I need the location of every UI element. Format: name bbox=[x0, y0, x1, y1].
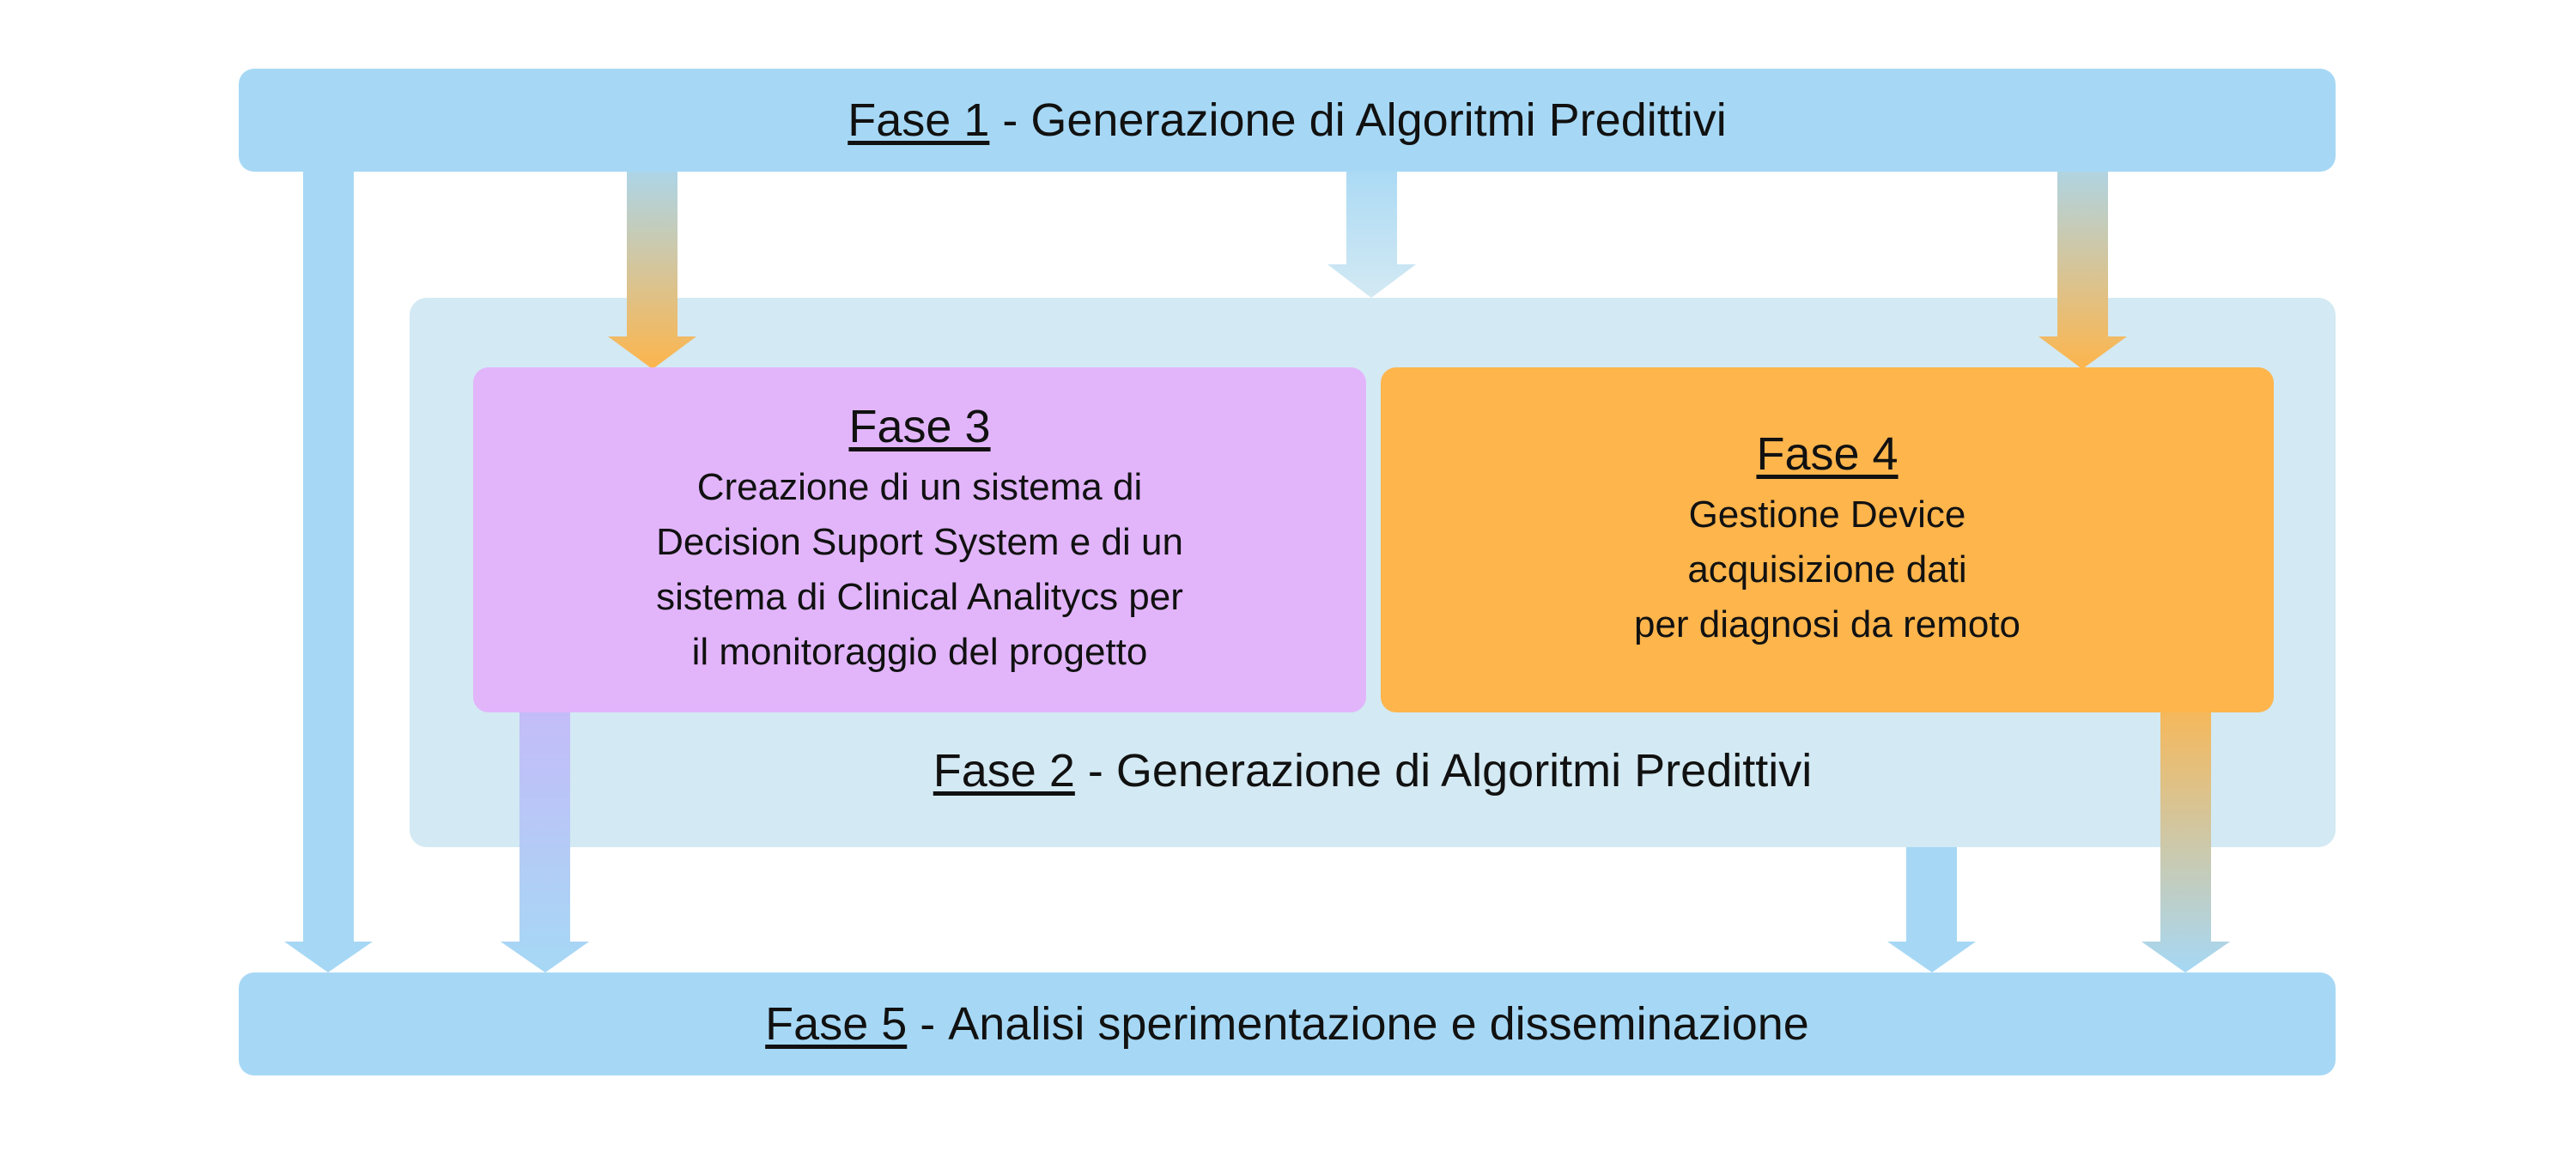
phase4-line-2: acquisizione dati bbox=[1687, 548, 1967, 591]
phase5-separator: - bbox=[907, 998, 949, 1050]
phase3-line-3: sistema di Clinical Analitycs per bbox=[656, 576, 1183, 618]
phase3-line-2: Decision Suport System e di un bbox=[656, 521, 1183, 563]
phase3-line-4: il monitoraggio del progetto bbox=[691, 631, 1148, 673]
phase3-box: Fase 3 Creazione di un sistema di Decisi… bbox=[473, 367, 1366, 712]
phase5-title: Analisi sperimentazione e disseminazione bbox=[948, 998, 1809, 1050]
phase2-label: Fase 2 - Generazione di Algoritmi Predit… bbox=[410, 744, 2336, 797]
arrow-phase1-to-phase5-left bbox=[284, 154, 373, 972]
arrow-phase4-to-phase5-tail bbox=[2142, 687, 2230, 972]
arrow-phase1-to-phase2 bbox=[1327, 154, 1416, 298]
phase1-tag: Fase 1 bbox=[848, 94, 990, 146]
phase2-title: Generazione di Algoritmi Predittivi bbox=[1115, 745, 1813, 797]
phase1-title: Generazione di Algoritmi Predittivi bbox=[1030, 94, 1727, 146]
phase2-tag: Fase 2 bbox=[933, 745, 1075, 797]
phase4-box: Fase 4 Gestione Device acquisizione dati… bbox=[1381, 367, 2274, 712]
phase4-title: Fase 4 bbox=[1756, 428, 1899, 480]
phase4-line-1: Gestione Device bbox=[1688, 494, 1966, 536]
phase5-tag: Fase 5 bbox=[765, 998, 908, 1050]
phase1-bar: Fase 1 - Generazione di Algoritmi Predit… bbox=[239, 69, 2336, 172]
arrow-phase2-to-phase5 bbox=[1887, 845, 1976, 972]
arrow-phase3-to-phase5-tail bbox=[501, 711, 589, 972]
arrow-phase1-to-phase3-head bbox=[608, 154, 696, 369]
phase1-separator: - bbox=[989, 94, 1031, 146]
phase4-line-3: per diagnosi da remoto bbox=[1633, 603, 2021, 645]
phase3-line-1: Creazione di un sistema di bbox=[696, 466, 1143, 508]
phase2-separator: - bbox=[1074, 745, 1116, 797]
phase3-title: Fase 3 bbox=[848, 401, 991, 452]
arrow-phase1-to-phase4-head bbox=[2038, 146, 2127, 369]
phase5-bar: Fase 5 - Analisi sperimentazione e disse… bbox=[239, 972, 2336, 1075]
